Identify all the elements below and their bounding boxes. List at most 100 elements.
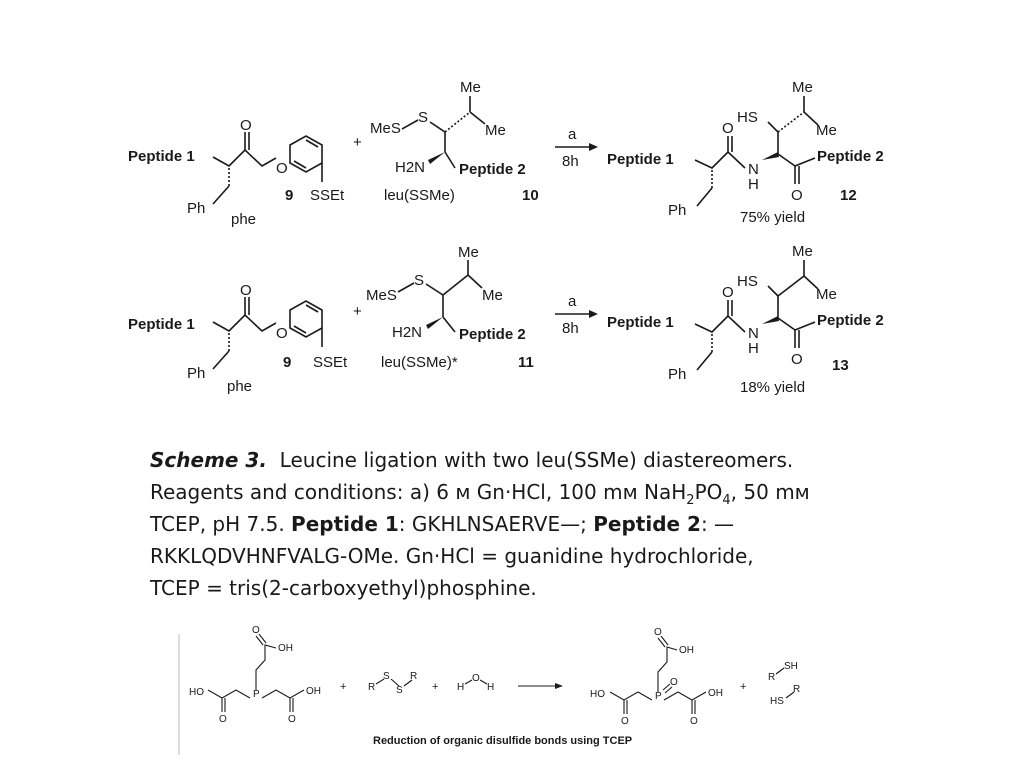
leucine-10: MeS S Me Me H2N Peptide 2 leu(SSMe) 10	[370, 79, 539, 204]
methyl-top: Me	[792, 243, 813, 260]
tcep-o-label: O	[654, 627, 662, 638]
conditions-text: TCEP, pH 7.5.	[150, 512, 285, 536]
compound-number: 9	[283, 354, 291, 371]
methyl-right: Me	[816, 286, 837, 303]
tcep-oh-label: OH	[278, 643, 293, 654]
ketone-oxygen: O	[240, 117, 252, 134]
peptide-2-label: Peptide 2	[817, 312, 884, 329]
reaction-row-2: Peptide 1 O O Ph phe 9 SSEt + MeS S Me M…	[128, 243, 884, 396]
peptide-1-label: Peptide 1	[291, 512, 399, 536]
tcep-o-label: O	[621, 716, 629, 727]
reaction-arrow: a 8h	[555, 293, 598, 337]
methyl-right: Me	[485, 122, 506, 139]
amide-nitrogen: N	[748, 325, 759, 342]
phe-label: phe	[227, 378, 252, 395]
conditions-text: Reagents and conditions: a) 6 м Gn·HCl, …	[150, 480, 687, 504]
sulfur-label: S	[396, 685, 403, 696]
amine-label: H2N	[392, 324, 422, 341]
tcep-ho-label: HO	[189, 687, 204, 698]
time-label: 8h	[562, 153, 579, 170]
ester-oxygen: O	[276, 325, 288, 342]
methyl-right: Me	[816, 122, 837, 139]
panel-title: Reduction of organic disulfide bonds usi…	[373, 735, 632, 747]
leu-label: leu(SSMe)*	[381, 354, 458, 371]
thiol-label: HS	[737, 273, 758, 290]
conditions-text: , 50 mм	[730, 480, 810, 504]
amide-hydrogen: H	[748, 340, 759, 357]
tcep-oh-label: OH	[708, 688, 723, 699]
amine-label: H2N	[395, 159, 425, 176]
peptide-2-label: Peptide 2	[817, 148, 884, 165]
disulfide-reactant: R S S R	[368, 671, 417, 696]
phenyl-label: Ph	[187, 365, 205, 382]
caption-title: Leucine ligation with two leu(SSMe) dias…	[279, 448, 794, 472]
yield-label: 75% yield	[740, 209, 805, 226]
r-group-label: R	[410, 671, 417, 682]
tcep-ho-label: HO	[590, 689, 605, 700]
peptide-1-label: Peptide 1	[607, 151, 674, 168]
peptide-1-label: Peptide 1	[607, 314, 674, 331]
carbonyl-oxygen: O	[791, 351, 803, 368]
tcep-o-label: O	[252, 625, 260, 636]
subscript: 4	[722, 493, 731, 508]
peptide-2-label: Peptide 2	[459, 326, 526, 343]
caption-line-1: Scheme 3. Leucine ligation with two leu(…	[150, 444, 950, 476]
thiol-label: HS	[737, 109, 758, 126]
sset-label: SSEt	[313, 354, 348, 371]
carbonyl-oxygen: O	[791, 187, 803, 204]
carbonyl-oxygen: O	[722, 284, 734, 301]
methyl-top: Me	[792, 79, 813, 96]
reagent-label: a	[568, 293, 577, 310]
tcep-reactant: OH O HO P OH O O	[189, 625, 321, 725]
phenyl-label: Ph	[668, 366, 686, 383]
time-label: 8h	[562, 320, 579, 337]
thiol-products: R SH HS R	[768, 661, 800, 707]
hydrogen-label: H	[487, 682, 494, 693]
phenyl-label: Ph	[668, 202, 686, 219]
water-reactant: H O H	[457, 673, 494, 693]
thioester-9: Peptide 1 O O Ph phe 9 SSEt	[128, 282, 348, 395]
conditions-text: PO	[694, 480, 723, 504]
peptide-2-label: Peptide 2	[593, 512, 701, 536]
thiol-label: SH	[784, 661, 798, 672]
tcep-p-label: P	[655, 691, 662, 702]
carbonyl-oxygen: O	[722, 120, 734, 137]
tcep-o-label: O	[288, 714, 296, 725]
tcep-o-label: O	[690, 716, 698, 727]
tcep-p-label: P	[253, 689, 260, 700]
compound-number: 11	[518, 354, 534, 371]
r-group-label: R	[793, 684, 800, 695]
conditions-text: : —	[700, 512, 735, 536]
plus-sign: +	[353, 303, 362, 320]
thiol-label: HS	[770, 696, 784, 707]
product-12: Peptide 1 O HS Me Me N H Peptide 2 O 12 …	[607, 79, 884, 226]
yield-label: 18% yield	[740, 379, 805, 396]
compound-number: 9	[285, 187, 293, 204]
caption-line-3: TCEP, pH 7.5. Peptide 1: GKHLNSAERVE—; P…	[150, 508, 950, 540]
peptide-2-label: Peptide 2	[459, 161, 526, 178]
tcep-o-label: O	[219, 714, 227, 725]
tcep-oh-label: OH	[306, 686, 321, 697]
leucine-11: MeS S Me Me H2N Peptide 2 leu(SSMe)* 11	[366, 244, 534, 371]
r-group-label: R	[768, 672, 775, 683]
peptide-1-label: Peptide 1	[128, 316, 195, 333]
r-group-label: R	[368, 682, 375, 693]
amide-hydrogen: H	[748, 176, 759, 193]
caption-line-2: Reagents and conditions: a) 6 м Gn·HCl, …	[150, 476, 950, 508]
sset-label: SSEt	[310, 187, 345, 204]
mes-label: MeS	[366, 287, 397, 304]
sulfur-label: S	[414, 272, 424, 289]
caption-line-4: RKKLQDVHNFVALG-OMe. Gn·HCl = guanidine h…	[150, 544, 754, 568]
compound-number: 12	[840, 187, 857, 204]
tcep-oh-label: OH	[679, 645, 694, 656]
reduction-arrow	[518, 683, 563, 689]
ester-oxygen: O	[276, 160, 288, 177]
methyl-top: Me	[460, 79, 481, 96]
phenyl-label: Ph	[187, 200, 205, 217]
thioester-9: Peptide 1 O O Ph phe 9 SSEt	[128, 117, 345, 228]
tcep-oxide-product: OH O HO P O OH O O	[590, 627, 723, 727]
product-13: Peptide 1 O HS Me Me N H Peptide 2 O 13 …	[607, 243, 884, 396]
oxygen-label: O	[472, 673, 480, 684]
